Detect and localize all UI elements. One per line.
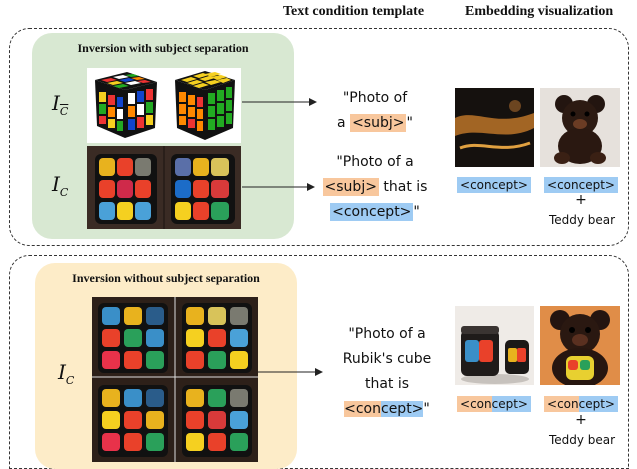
emb-label-bottom-1: <concept>	[452, 396, 536, 412]
template-bottom-line4: <concept>"	[344, 401, 430, 417]
embedding-image-cup	[455, 306, 534, 385]
label-i-c: IC	[52, 172, 69, 199]
template-2-line2: <subj> that is	[322, 178, 428, 196]
emb-label-1: <concept>	[452, 177, 536, 193]
rubiks-cube-drawing	[95, 71, 235, 140]
template-bottom-line1: "Photo of a	[348, 326, 426, 342]
concept-token-half-a: <con	[344, 401, 381, 417]
template-bottom: "Photo of a Rubik's cube that is <concep…	[322, 322, 452, 422]
template-2-line3: <concept>"	[330, 203, 420, 221]
emb-label-2: <concept>	[538, 177, 624, 193]
bottom-arrow	[258, 368, 323, 376]
glass-cube-grid	[92, 297, 258, 462]
emb-label-bottom-2: <concept>	[538, 396, 624, 412]
template-bottom-line3: that is	[364, 376, 410, 392]
top-panel-title: Inversion with subject separation	[77, 41, 249, 55]
template-1-line1: "Photo of	[342, 90, 408, 106]
template-1: "Photo of a <subj>"	[320, 86, 430, 136]
subj-token: <subj>	[350, 114, 407, 132]
embedding-image-concept	[455, 88, 534, 167]
template-2-line1: "Photo of a	[336, 154, 414, 170]
template-2: "Photo of a <subj> that is <concept>"	[300, 150, 450, 225]
label-i-c-bottom: IC	[58, 360, 75, 387]
plus-sign-top: +	[575, 192, 587, 208]
template-bottom-line2: Rubik's cube	[342, 351, 432, 367]
label-i-cbar: IC	[52, 91, 69, 118]
embedding-image-teddy-bottom	[540, 306, 620, 385]
top-section-box	[9, 28, 629, 246]
subj-token-2: <subj>	[322, 178, 379, 196]
glass-cube-images	[87, 146, 241, 229]
rubiks-cube-images	[87, 68, 241, 143]
top-arrows	[242, 98, 317, 191]
teddy-label-bottom: Teddy bear	[548, 433, 616, 447]
header-embedding: Embedding visualization	[465, 4, 614, 19]
glass-cube-drawing	[87, 146, 241, 229]
template-1-line2: a <subj>"	[337, 114, 413, 132]
concept-token: <concept>	[330, 203, 414, 221]
embedding-image-teddy	[540, 88, 620, 167]
bottom-panel-title: Inversion without subject separation	[72, 271, 260, 285]
plus-sign-bottom: +	[575, 412, 587, 428]
header-template: Text condition template	[283, 4, 425, 19]
teddy-label-top: Teddy bear	[548, 213, 616, 227]
concept-token-half-b: cept>	[381, 401, 424, 417]
